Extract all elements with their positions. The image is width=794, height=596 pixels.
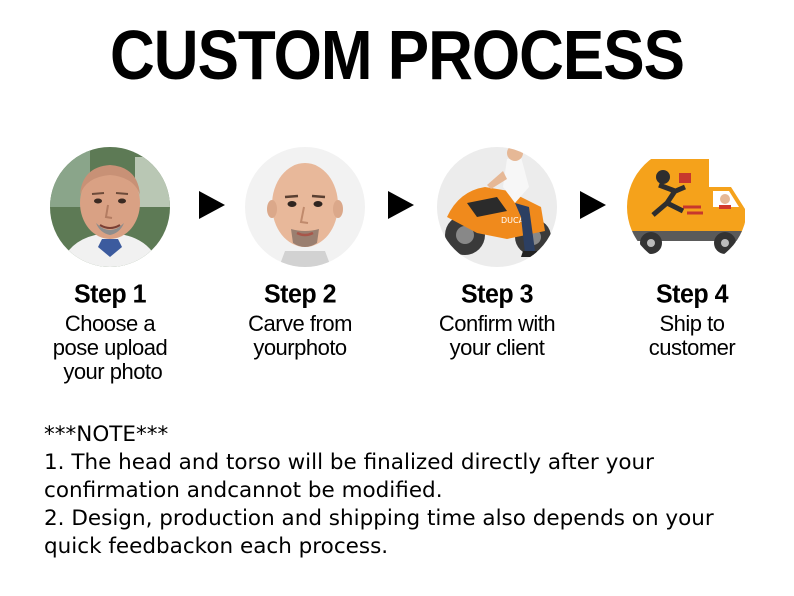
step-3: Step 3 Confirm with your client	[402, 279, 592, 360]
note-line: 1. The head and torso will be finalized …	[44, 450, 654, 475]
step-4: Step 4 Ship to customer	[597, 279, 787, 360]
note-line: 2. Design, production and shipping time …	[44, 506, 714, 531]
delivery-truck-icon	[627, 147, 747, 267]
customer-photo-icon	[50, 147, 170, 267]
step-description-line: pose upload	[52, 335, 168, 360]
step-description: Carve from yourphoto	[205, 312, 395, 360]
carved-head-icon	[245, 147, 365, 267]
step-description-line: Ship to	[659, 311, 726, 336]
step-description-line: Carve from	[248, 311, 352, 336]
step-2: Step 2 Carve from yourphoto	[205, 279, 395, 360]
note-line: confirmation andcannot be modified.	[44, 478, 443, 503]
motorcycle-figurine-icon: DUCATI	[437, 147, 557, 267]
svg-text:DUCATI: DUCATI	[501, 216, 531, 225]
note-section: ***NOTE*** 1. The head and torso will be…	[44, 421, 784, 561]
arrow-right-icon	[580, 191, 606, 219]
note-heading: ***NOTE***	[44, 422, 169, 447]
step-title: Step 1	[73, 279, 147, 309]
step-title: Step 3	[460, 279, 534, 309]
step-1: Step 1 Choose a pose upload your photo	[15, 279, 205, 384]
step-description-line: your photo	[57, 359, 163, 384]
step-description: Choose a pose upload your photo	[15, 312, 205, 384]
step-description-line: customer	[648, 335, 736, 360]
arrow-right-icon	[388, 191, 414, 219]
arrow-right-icon	[199, 191, 225, 219]
step-description-line: your client	[449, 335, 545, 360]
step-title: Step 2	[263, 279, 337, 309]
step-description: Ship to customer	[597, 312, 787, 360]
note-line: quick feedbackon each process.	[44, 534, 389, 559]
page-title: CUSTOM PROCESS	[110, 17, 685, 95]
step-title: Step 4	[655, 279, 729, 309]
step-description: Confirm with your client	[402, 312, 592, 360]
step-description-line: Confirm with	[438, 311, 556, 336]
step-description-line: yourphoto	[253, 335, 347, 360]
step-description-line: Choose a	[64, 311, 156, 336]
